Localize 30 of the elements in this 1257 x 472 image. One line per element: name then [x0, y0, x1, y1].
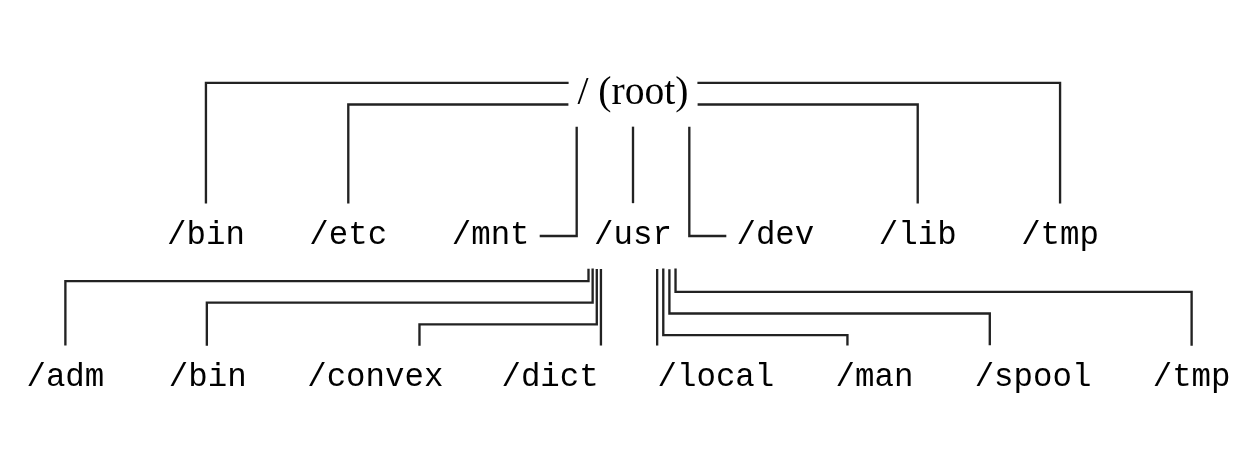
connector — [674, 268, 1193, 346]
connector — [64, 268, 590, 346]
node-text: /local — [657, 359, 775, 397]
connector — [631, 126, 635, 204]
node-text: /tmp — [1152, 359, 1231, 397]
node-text: /spool — [974, 359, 1092, 397]
node-text: /mnt — [451, 216, 530, 254]
connector — [599, 269, 603, 346]
connector — [204, 81, 569, 204]
connector — [688, 126, 727, 238]
connector — [347, 103, 569, 204]
node-text: /etc — [309, 216, 388, 254]
node-text: /bin — [167, 216, 245, 254]
node-text: / (root) — [577, 68, 689, 113]
node-text: /adm — [26, 359, 105, 397]
connector — [656, 269, 659, 346]
node-text: /lib — [878, 216, 957, 254]
node-text: /convex — [307, 359, 444, 397]
connector — [539, 126, 578, 238]
node-text: /tmp — [1021, 216, 1099, 254]
connector — [668, 269, 991, 346]
node-text: /bin — [168, 359, 247, 397]
connector — [697, 103, 919, 204]
node-text: /dict — [501, 359, 599, 397]
node-text: /man — [835, 359, 914, 397]
node-text: /usr — [594, 216, 672, 254]
connector — [205, 268, 594, 346]
node-text: /dev — [736, 216, 815, 254]
connector — [418, 268, 598, 346]
connector — [697, 81, 1062, 204]
